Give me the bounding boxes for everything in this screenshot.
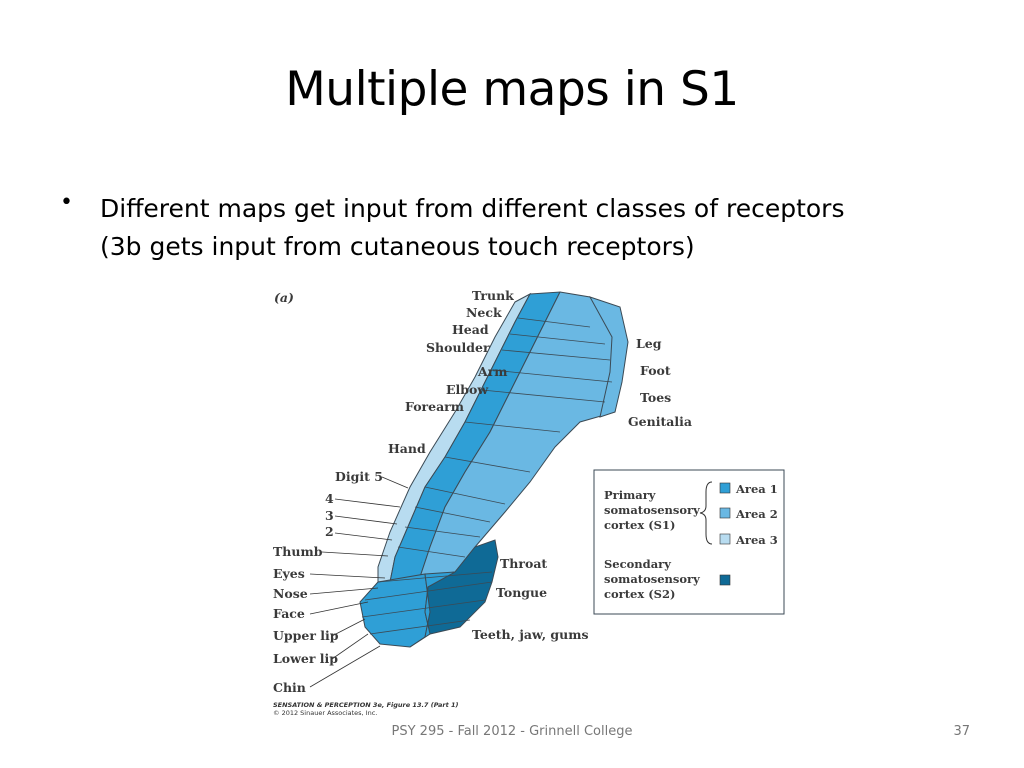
bullet-text: Different maps get input from different …	[100, 190, 960, 266]
label-eyes: Eyes	[273, 566, 305, 581]
bullet-line-1: Different maps get input from different …	[100, 194, 845, 223]
label-leg: Leg	[636, 336, 662, 351]
label-neck: Neck	[466, 305, 502, 320]
legend-secondary-2: somatosensory	[604, 572, 700, 586]
legend-swatch-area2	[719, 507, 731, 519]
label-digit4: 4	[325, 491, 334, 506]
label-digit5: Digit 5	[335, 469, 383, 484]
mouth-region	[409, 571, 456, 648]
leader-lines	[309, 476, 409, 688]
label-lower-lip: Lower lip	[273, 651, 338, 666]
label-nose: Nose	[273, 586, 308, 601]
label-tongue: Tongue	[496, 585, 547, 600]
legend-secondary-1: Secondary	[604, 557, 671, 571]
label-foot: Foot	[640, 363, 671, 378]
legend-area1: Area 1	[735, 482, 778, 496]
slide-footer: PSY 295 - Fall 2012 - Grinnell College	[391, 724, 633, 739]
label-shoulder: Shoulder	[426, 340, 490, 355]
label-elbow: Elbow	[446, 382, 489, 397]
legend-box	[593, 469, 785, 615]
legend-swatch-s2	[719, 574, 731, 586]
label-head: Head	[452, 322, 489, 337]
bullet-line-2: (3b gets input from cutaneous touch rece…	[100, 232, 695, 261]
label-thumb: Thumb	[273, 544, 323, 559]
panel-label: (a)	[274, 290, 294, 305]
figure-credit-1: SENSATION & PERCEPTION 3e, Figure 13.7 (…	[273, 701, 459, 709]
label-digit3: 3	[325, 508, 334, 523]
legend-swatch-area1	[719, 482, 731, 494]
label-hand: Hand	[388, 441, 426, 456]
leg-lobe	[588, 296, 629, 418]
legend-secondary-3: cortex (S2)	[604, 587, 675, 601]
somatosensory-map-svg: (a) Trunk Neck Head Shoulder Arm Elbow F…	[273, 288, 785, 717]
band-lines	[361, 317, 613, 635]
label-upper-lip: Upper lip	[273, 628, 339, 643]
legend-brace	[699, 481, 713, 545]
label-teeth: Teeth, jaw, gums	[472, 627, 589, 642]
label-face: Face	[273, 606, 305, 621]
legend-primary-2: somatosensory	[604, 503, 700, 517]
somatosensory-map-figure: (a) Trunk Neck Head Shoulder Arm Elbow F…	[260, 282, 800, 722]
legend-area3: Area 3	[735, 533, 778, 547]
label-genitalia: Genitalia	[628, 414, 692, 429]
label-toes: Toes	[640, 390, 671, 405]
legend-swatch-area3	[719, 533, 731, 545]
figure-credit-2: © 2012 Sinauer Associates, Inc.	[273, 709, 377, 717]
label-forearm: Forearm	[405, 399, 464, 414]
bullet-dot: •	[60, 190, 73, 215]
face-region	[359, 573, 431, 648]
slide-title: Multiple maps in S1	[285, 62, 739, 117]
label-arm: Arm	[477, 364, 508, 379]
legend-area2: Area 2	[735, 507, 778, 521]
label-chin: Chin	[273, 680, 306, 695]
label-trunk: Trunk	[472, 288, 514, 303]
legend-primary-1: Primary	[604, 488, 656, 502]
page-number: 37	[953, 724, 970, 739]
label-throat: Throat	[500, 556, 547, 571]
label-digit2: 2	[325, 524, 334, 539]
legend-primary-3: cortex (S1)	[604, 518, 675, 532]
